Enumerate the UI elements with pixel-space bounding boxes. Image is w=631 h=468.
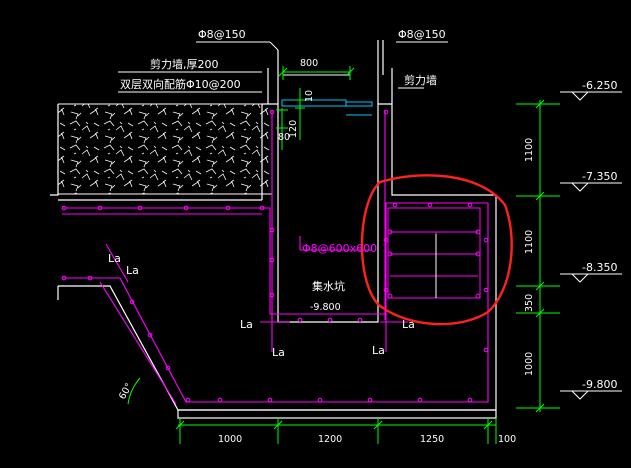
sump-pit-label: 集水坑 bbox=[312, 279, 345, 293]
dimension-lines bbox=[127, 66, 560, 444]
cover-plate bbox=[281, 99, 373, 116]
bottom-dim-3: 1250 bbox=[420, 434, 444, 445]
right-dim-1: 1100 bbox=[524, 138, 535, 162]
structure-outline bbox=[50, 40, 497, 419]
la-label-5: La bbox=[402, 318, 415, 331]
elevation-markers bbox=[560, 91, 622, 400]
bottom-dim-4: 100 bbox=[498, 434, 516, 445]
elevation-1: -6.250 bbox=[582, 79, 617, 92]
angle-label: 60° bbox=[117, 381, 135, 401]
right-dim-3: 350 bbox=[524, 294, 535, 312]
right-dim-4: 1000 bbox=[524, 352, 535, 376]
right-dim-2: 1100 bbox=[524, 230, 535, 254]
pit-bottom-elevation-label: -9.800 bbox=[310, 302, 341, 313]
rebar-dots bbox=[61, 109, 489, 403]
la-label-3: La bbox=[240, 318, 253, 331]
elevation-3: -8.350 bbox=[582, 261, 617, 274]
elevation-2: -7.350 bbox=[582, 170, 617, 183]
elevation-4: -9.800 bbox=[582, 378, 617, 391]
shear-wall-thickness-label: 剪力墙,厚200 bbox=[150, 57, 219, 71]
leader-lines bbox=[118, 41, 448, 93]
shear-wall-right-label: 剪力墙 bbox=[404, 73, 437, 87]
rebar-label-top-right: Φ8@150 bbox=[398, 28, 446, 41]
bottom-dim-2: 1200 bbox=[318, 434, 342, 445]
pit-rebar-grid bbox=[387, 207, 481, 299]
soil-hatch bbox=[58, 103, 272, 195]
la-label-6: La bbox=[372, 344, 385, 357]
la-label-1: La bbox=[108, 252, 121, 265]
highlight-circle bbox=[360, 174, 513, 326]
dim-120: 120 bbox=[288, 120, 299, 138]
double-layer-rebar-label: 双层双向配筋Φ10@200 bbox=[120, 77, 241, 91]
dim-80: 80 bbox=[278, 132, 290, 143]
dim-10: 10 bbox=[304, 90, 315, 102]
opening-width-dim: 800 bbox=[300, 58, 318, 69]
la-label-2: La bbox=[126, 264, 139, 277]
la-label-4: La bbox=[272, 346, 285, 359]
pit-rebar-label: Φ8@600x600 bbox=[302, 242, 377, 255]
bottom-dim-1: 1000 bbox=[218, 434, 242, 445]
rebar-label-top-left: Φ8@150 bbox=[198, 28, 246, 41]
